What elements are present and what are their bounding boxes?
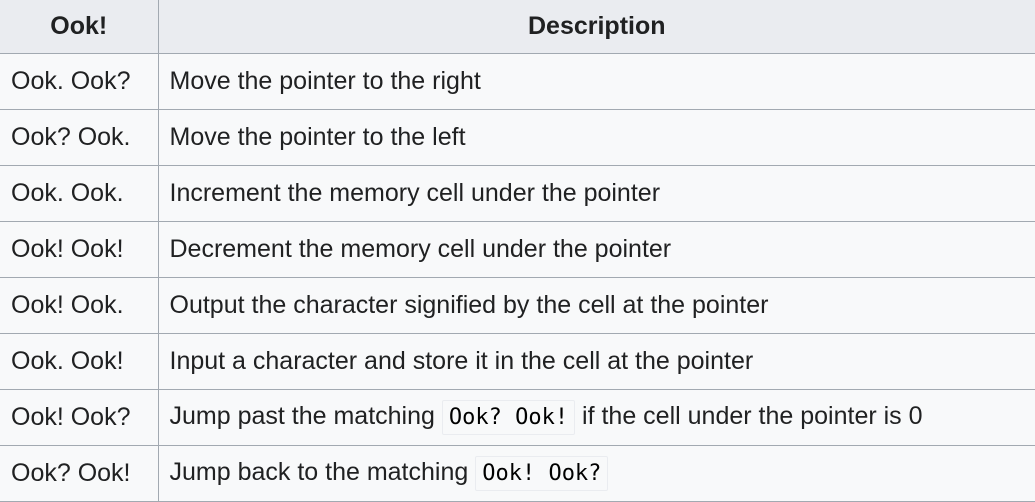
description-cell: Decrement the memory cell under the poin…: [157, 220, 1035, 278]
table-row: Ook! Ook? Jump past the matching Ook? Oo…: [0, 388, 1035, 446]
table-header-row: Ook! Description: [0, 0, 1035, 54]
command-cell: Ook? Ook.: [0, 108, 159, 166]
table-row: Ook! Ook! Decrement the memory cell unde…: [0, 220, 1035, 278]
description-cell: Move the pointer to the right: [157, 52, 1035, 110]
table-row: Ook. Ook! Input a character and store it…: [0, 332, 1035, 390]
inline-code: Ook! Ook?: [475, 456, 609, 491]
table-row: Ook? Ook! Jump back to the matching Ook!…: [0, 444, 1035, 502]
command-cell: Ook? Ook!: [0, 444, 159, 502]
inline-code: Ook? Ook!: [441, 400, 576, 435]
description-text: if the cell under the pointer is 0: [575, 402, 923, 430]
header-ook: Ook!: [0, 0, 159, 54]
command-cell: Ook. Ook!: [0, 332, 159, 390]
command-cell: Ook. Ook.: [0, 164, 159, 222]
table-row: Ook. Ook? Move the pointer to the right: [0, 52, 1035, 110]
header-description: Description: [157, 0, 1035, 54]
command-cell: Ook. Ook?: [0, 52, 159, 110]
description-cell: Increment the memory cell under the poin…: [157, 164, 1035, 222]
command-cell: Ook! Ook?: [0, 388, 159, 446]
command-cell: Ook! Ook.: [0, 276, 159, 334]
table-row: Ook? Ook. Move the pointer to the left: [0, 108, 1035, 166]
description-cell: Jump past the matching Ook? Ook! if the …: [157, 388, 1035, 446]
description-text: Jump past the matching: [169, 402, 442, 430]
command-cell: Ook! Ook!: [0, 220, 159, 278]
description-cell: Jump back to the matching Ook! Ook?: [157, 444, 1035, 502]
description-cell: Output the character signified by the ce…: [157, 276, 1035, 334]
description-text: Jump back to the matching: [169, 458, 476, 486]
table-row: Ook! Ook. Output the character signified…: [0, 276, 1035, 334]
description-cell: Input a character and store it in the ce…: [157, 332, 1035, 390]
description-cell: Move the pointer to the left: [157, 108, 1035, 166]
table-row: Ook. Ook. Increment the memory cell unde…: [0, 164, 1035, 222]
